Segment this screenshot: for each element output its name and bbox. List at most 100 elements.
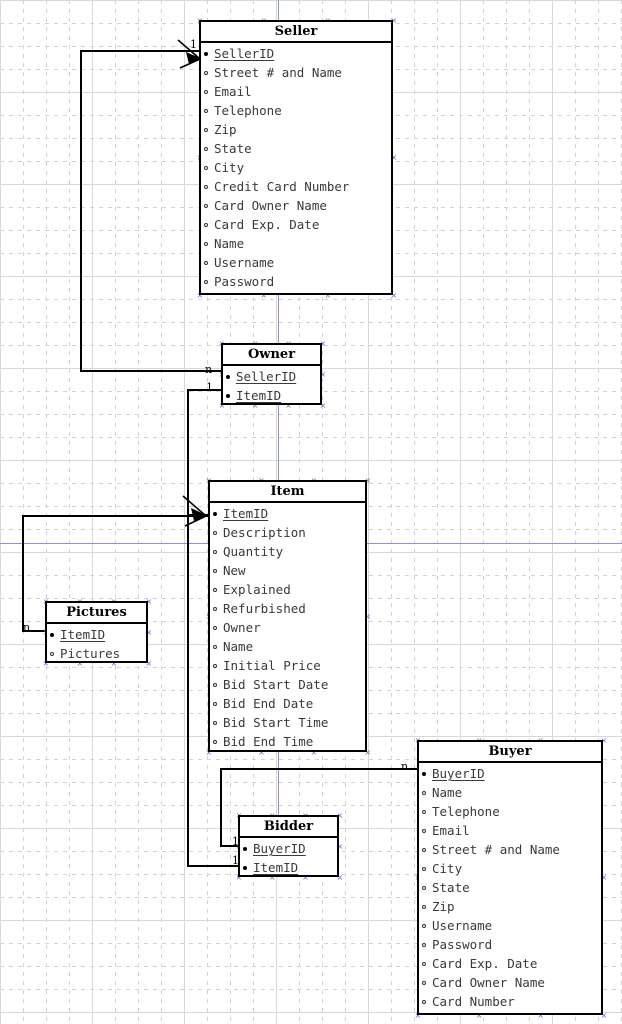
attribute-row[interactable]: Username [201,253,391,272]
attribute-bullet-icon [422,924,426,928]
grid-line-minor-horizontal [0,414,622,415]
attribute-row[interactable]: State [201,139,391,158]
grid-line-major-horizontal [0,0,622,1]
attribute-row[interactable]: ItemID [210,504,365,523]
attribute-bullet-icon [204,280,208,284]
attribute-bullet-icon [213,702,217,706]
attribute-label: Refurbished [223,601,306,616]
attribute-row[interactable]: Zip [201,120,391,139]
attribute-bullet-icon [204,242,208,246]
attribute-label: Name [223,639,254,654]
attribute-row[interactable]: ItemID [47,625,146,644]
connector-owner-item [187,389,189,867]
attribute-row[interactable]: City [419,859,601,878]
attribute-row[interactable]: Credit Card Number [201,177,391,196]
primary-key-bullet-icon [213,512,217,516]
attribute-label: BuyerID [432,766,485,781]
attribute-row[interactable]: Pictures [47,644,146,663]
attribute-row[interactable]: Bid Start Date [210,675,365,694]
grid-line-major-vertical [184,0,185,1024]
attribute-row[interactable]: ItemID [240,858,337,877]
grid-line-major-horizontal [0,1012,622,1013]
attribute-row[interactable]: Card Number [419,992,601,1011]
attribute-row[interactable]: City [201,158,391,177]
attribute-label: Quantity [223,544,284,559]
grid-line-minor-horizontal [0,322,622,323]
entity-title-pictures: Pictures [47,603,146,624]
attribute-row[interactable]: Password [201,272,391,291]
attribute-row[interactable]: Street # and Name [201,63,391,82]
connector-owner-seller [80,50,82,372]
attribute-row[interactable]: SellerID [201,44,391,63]
attribute-row[interactable]: Explained [210,580,365,599]
attribute-label: Bid End Date [223,696,314,711]
attribute-label: State [432,880,470,895]
attribute-row[interactable]: Quantity [210,542,365,561]
attribute-label: Telephone [432,804,500,819]
attribute-row[interactable]: Card Exp. Date [201,215,391,234]
attribute-row[interactable]: Description [210,523,365,542]
grid-line-minor-vertical [115,0,116,1024]
attribute-row[interactable]: Name [419,783,601,802]
attribute-label: Card Number [432,994,515,1009]
attribute-row[interactable]: Refurbished [210,599,365,618]
attribute-row[interactable]: New [210,561,365,580]
attribute-row[interactable]: Zip [419,897,601,916]
attribute-row[interactable]: Street # and Name [419,840,601,859]
attribute-row[interactable]: Telephone [201,101,391,120]
grid-line-major-horizontal [0,920,622,921]
attribute-label: Explained [223,582,291,597]
attribute-label: Password [214,274,275,289]
attribute-bullet-icon [204,71,208,75]
attribute-bullet-icon [204,109,208,113]
grid-line-minor-horizontal [0,299,622,300]
attribute-row[interactable]: Bid Start Time [210,713,365,732]
connector-bidder-buyer [220,768,420,770]
attribute-row[interactable]: ItemID [223,386,320,405]
attribute-bullet-icon [422,981,426,985]
attribute-row[interactable]: SellerID [223,367,320,386]
attribute-row[interactable]: Password [419,935,601,954]
attribute-row[interactable]: Owner [210,618,365,637]
attribute-row[interactable]: Card Owner Name [201,196,391,215]
attribute-row[interactable]: Email [201,82,391,101]
attribute-label: Description [223,525,306,540]
attribute-row[interactable]: BuyerID [419,764,601,783]
attribute-row[interactable]: Bid End Date [210,694,365,713]
attribute-label: Email [214,84,252,99]
attribute-label: Username [432,918,493,933]
primary-key-bullet-icon [422,772,426,776]
attribute-bullet-icon [422,829,426,833]
attribute-row[interactable]: Email [419,821,601,840]
attribute-label: Email [432,823,470,838]
grid-line-major-vertical [460,0,461,1024]
attribute-bullet-icon [204,223,208,227]
attribute-bullet-icon [50,652,54,656]
attribute-row[interactable]: BuyerID [240,839,337,858]
attribute-row[interactable]: Telephone [419,802,601,821]
attribute-row[interactable]: Username [419,916,601,935]
attribute-row[interactable]: Initial Price [210,656,365,675]
grid-line-minor-vertical [46,0,47,1024]
grid-line-minor-horizontal [0,437,622,438]
attribute-row[interactable]: State [419,878,601,897]
attribute-row[interactable]: Name [201,234,391,253]
attribute-bullet-icon [422,848,426,852]
attribute-label: Card Owner Name [214,198,327,213]
attribute-bullet-icon [204,90,208,94]
attribute-bullet-icon [422,943,426,947]
attribute-row[interactable]: Card Exp. Date [419,954,601,973]
attribute-row[interactable]: Card Owner Name [419,973,601,992]
primary-key-bullet-icon [226,394,230,398]
attribute-row[interactable]: Bid End Time [210,732,365,751]
cardinality-label-buyer-buyerid: n [401,760,409,773]
attribute-row[interactable]: Name [210,637,365,656]
